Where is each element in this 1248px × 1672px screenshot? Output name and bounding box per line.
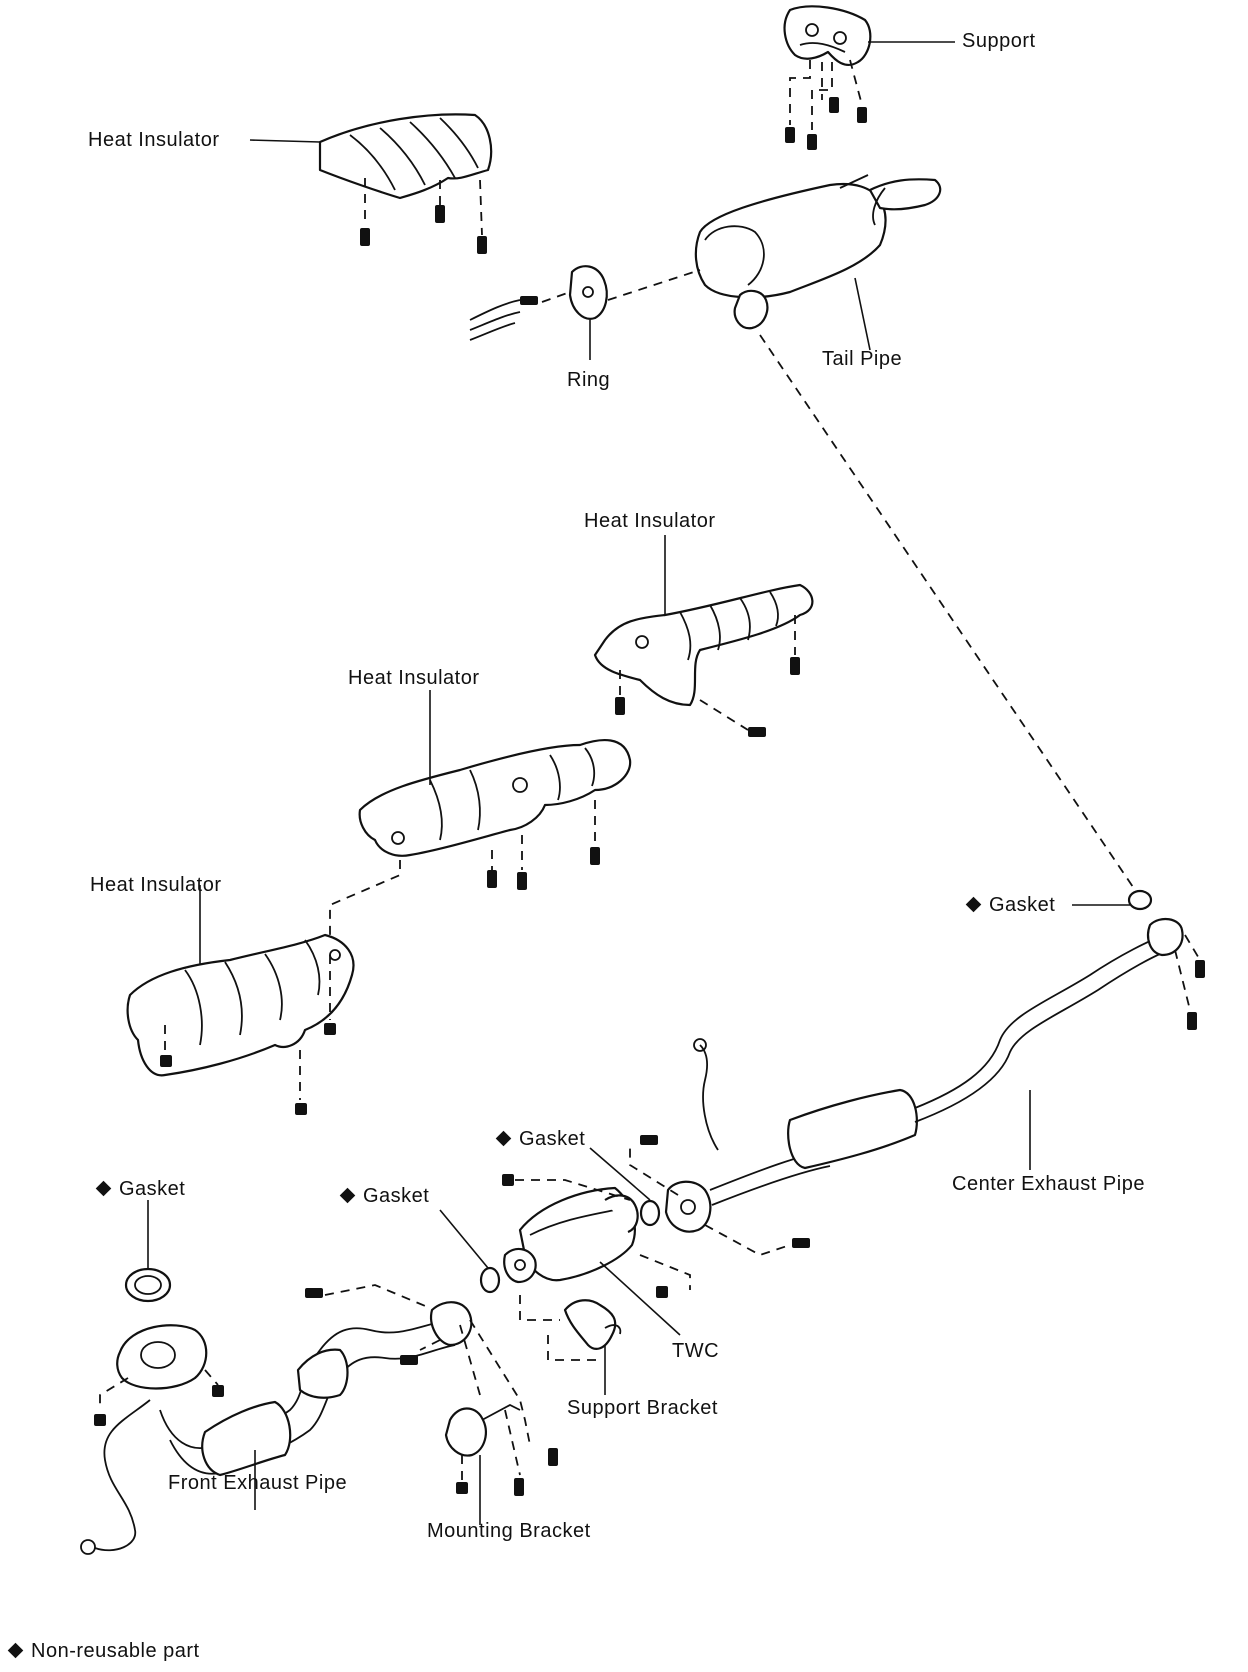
gasket-center-shape <box>1127 889 1153 911</box>
diamond-icon <box>495 1130 512 1147</box>
heat-insulator-middle-part <box>358 739 632 857</box>
twc-bolts <box>502 1174 691 1321</box>
diamond-icon <box>965 896 982 913</box>
heat-insulator-top-part <box>318 113 493 200</box>
mounting-bracket-bolts <box>456 1319 558 1496</box>
mounting-bracket-part <box>444 1403 521 1457</box>
ring-label: Ring <box>567 369 611 391</box>
heat-insulator-upper-part <box>593 583 814 707</box>
support-label: Support <box>962 30 1036 52</box>
gasket-twc-leader <box>589 1147 651 1201</box>
tail-pipe-part <box>694 174 942 330</box>
front-exhaust-pipe-label: Front Exhaust Pipe <box>168 1472 348 1494</box>
support-part <box>783 5 872 67</box>
twc-leader <box>599 1261 681 1336</box>
diamond-icon <box>7 1642 24 1659</box>
heat-insulator-lower-part <box>126 933 355 1077</box>
support-bracket-label: Support Bracket <box>567 1397 718 1419</box>
center-exhaust-pipe-label: Center Exhaust Pipe <box>952 1173 1145 1195</box>
ring-part <box>469 265 608 341</box>
heat-insulator-middle-label: Heat Insulator <box>348 667 480 689</box>
twc-label: TWC <box>672 1340 720 1362</box>
front-exhaust-pipe-bolts <box>94 1284 441 1426</box>
heat-insulator-upper-bolts <box>615 615 800 737</box>
gasket-twc-shape <box>639 1199 661 1227</box>
heat-insulator-lower-bolts <box>160 955 336 1115</box>
heat-insulator-upper-label: Heat Insulator <box>584 510 716 532</box>
heat-insulator-top-bolts <box>360 178 487 254</box>
heat-insulator-lower-label: Heat Insulator <box>90 874 222 896</box>
gasket-front-shape <box>124 1267 172 1303</box>
gasket-front-rear-leader <box>439 1209 489 1269</box>
twc-part <box>503 1186 639 1284</box>
gasket-front-label: Gasket <box>95 1178 185 1200</box>
mounting-bracket-label: Mounting Bracket <box>427 1520 591 1542</box>
tail-pipe-connection-line <box>759 334 1136 891</box>
center-exhaust-pipe-bolts <box>629 934 1205 1256</box>
heat-insulator-top-label: Heat Insulator <box>88 129 220 151</box>
support-bolts <box>785 59 867 150</box>
tail-pipe-label: Tail Pipe <box>822 348 903 370</box>
gasket-center-label: Gasket <box>965 894 1055 916</box>
diamond-icon <box>95 1180 112 1197</box>
legend-text: Non-reusable part <box>31 1640 200 1662</box>
gasket-front-rear-label: Gasket <box>339 1185 429 1207</box>
front-exhaust-pipe-part <box>80 1301 473 1555</box>
support-bracket-part <box>563 1299 622 1350</box>
diamond-icon <box>339 1187 356 1204</box>
legend: Non-reusable part <box>7 1640 200 1662</box>
tail-pipe-leader <box>854 277 871 351</box>
heat-insulator-middle-bolts <box>329 800 600 945</box>
heat-insulator-top-leader <box>249 139 321 143</box>
gasket-front-rear-shape <box>479 1266 501 1294</box>
gasket-twc-label: Gasket <box>495 1128 585 1150</box>
